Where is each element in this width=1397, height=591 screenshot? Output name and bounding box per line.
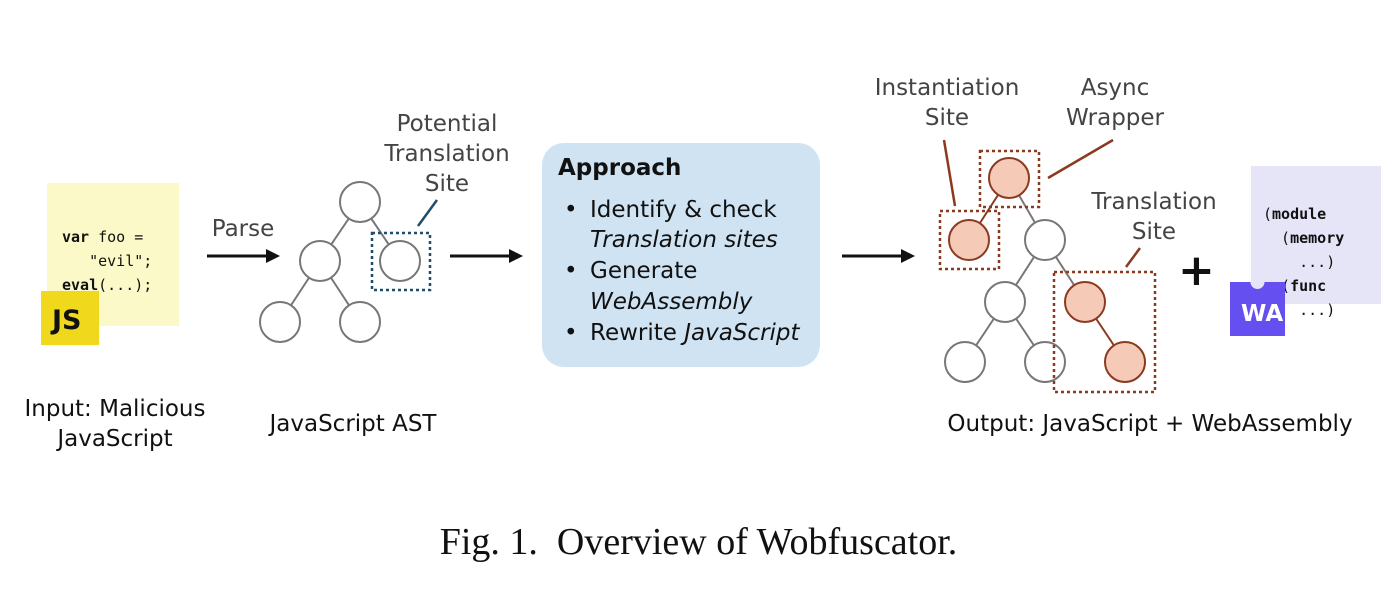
wasm-line-3: ...)	[1263, 253, 1336, 271]
approach-bullet-1: •Identify & check	[564, 197, 777, 223]
output-dotted-boxes	[938, 149, 1157, 394]
instantiation-site-callout: Instantiation Site	[874, 75, 1020, 131]
wasm-code-note: (module (memory ...) (func ...)	[1251, 166, 1381, 319]
ast-node	[299, 240, 341, 282]
translation-node	[1104, 341, 1146, 383]
figure-caption: Fig. 1. Overview of Wobfuscator.	[439, 521, 958, 563]
ast-node	[259, 301, 301, 343]
approach-bullet-3: •Rewrite JavaScript	[564, 320, 800, 346]
wasm-logo-icon: WA	[1230, 282, 1285, 336]
wasm-line-1: (module	[1263, 205, 1327, 223]
wasm-line-2: (memory	[1263, 229, 1345, 247]
output-tree-nodes	[944, 157, 1146, 383]
ast-node	[339, 181, 381, 223]
output-label: Output: JavaScript + WebAssembly	[947, 411, 1353, 437]
wasm-logo-text: WA	[1241, 301, 1284, 327]
output-pointers	[942, 138, 1142, 268]
code-keyword: var	[62, 228, 90, 246]
wasm-line-4: (func	[1281, 277, 1327, 295]
translation-site-callout: Translation Site	[1091, 189, 1217, 245]
approach-box: Approach •Identify & check Translation s…	[542, 143, 820, 367]
input-code: var foo = "evil"; eval(...);	[62, 201, 152, 297]
approach-title: Approach	[558, 155, 682, 181]
ast-tree	[259, 181, 421, 343]
code-line-1: var foo =	[62, 228, 144, 246]
output-node	[1024, 219, 1066, 261]
js-logo-icon: JS	[41, 291, 99, 345]
potential-site-box	[370, 231, 432, 292]
ast-node	[379, 240, 421, 282]
translation-site-box	[1052, 270, 1157, 394]
wasm-line-5: ...)	[1263, 301, 1336, 319]
code-line-2: "evil";	[62, 252, 153, 270]
approach-bullet-1-italic: Translation sites	[590, 227, 778, 253]
output-node	[944, 341, 986, 383]
js-logo-text: JS	[52, 305, 82, 336]
instantiation-site-box	[938, 209, 1001, 271]
wasm-code: (module (memory ...) (func ...)	[1263, 178, 1344, 322]
approach-bullet-2-italic: WebAssembly	[590, 289, 753, 315]
potential-site-pointer	[416, 199, 439, 227]
translation-node	[1064, 281, 1106, 323]
ast-label: JavaScript AST	[269, 411, 437, 437]
arrow-to-output	[842, 249, 915, 263]
code-keyword: eval	[62, 276, 99, 294]
parse-arrow	[207, 249, 280, 263]
plus-sign: +	[1178, 245, 1215, 296]
ast-node	[339, 301, 381, 343]
async-wrapper-node	[988, 157, 1030, 199]
parse-label: Parse	[211, 216, 275, 242]
input-code-note: var foo = "evil"; eval(...);	[47, 183, 179, 326]
async-wrapper-box	[978, 149, 1041, 209]
wasm-logo-notch	[1250, 282, 1265, 289]
instantiation-node	[948, 219, 990, 261]
code-line-3: eval(...);	[62, 276, 153, 294]
output-node	[1024, 341, 1066, 383]
potential-site-callout: Potential Translation Site	[384, 111, 510, 197]
approach-bullet-2: •Generate	[564, 258, 698, 284]
output-node	[984, 281, 1026, 323]
async-wrapper-callout: Async Wrapper	[1065, 75, 1165, 131]
arrow-to-approach	[450, 249, 523, 263]
input-label: Input: Malicious JavaScript	[24, 396, 206, 452]
